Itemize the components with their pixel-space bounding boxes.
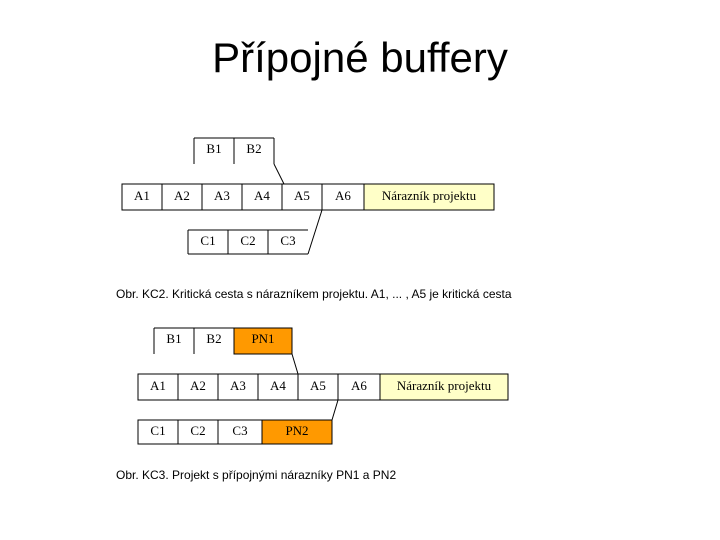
project-buffer-label: Nárazník projektu (382, 188, 477, 203)
b-chain: B1 B2 (193, 137, 275, 164)
task-a5-2: A5 (310, 378, 326, 393)
project-buffer-2-label: Nárazník projektu (397, 378, 492, 393)
figure-2: B1 B2 PN1 A1 A2 A3 A4 A5 A6 Nárazník pro… (116, 327, 509, 482)
task-c1: C1 (200, 233, 215, 248)
task-b2: B2 (246, 141, 261, 156)
task-c2-2: C2 (190, 423, 205, 438)
task-a5: A5 (294, 188, 310, 203)
task-a3-2: A3 (230, 378, 246, 393)
task-b1: B1 (206, 141, 221, 156)
c-chain-2: C1 C2 C3 (137, 419, 263, 445)
task-a4-2: A4 (270, 378, 286, 393)
task-a6: A6 (335, 188, 351, 203)
project-buffer-2 (379, 373, 509, 401)
feeding-buffer-pn2 (261, 419, 333, 445)
task-a2: A2 (174, 188, 190, 203)
task-b2-2: B2 (206, 331, 221, 346)
b-chain-2: B1 B2 (153, 327, 235, 354)
figure-1: B1 B2 A1 A2 A3 A4 A5 A6 Nárazník projekt… (116, 137, 512, 301)
c-to-a-connector (307, 209, 323, 255)
pn1-to-a-connector (291, 353, 299, 375)
task-a1-2: A1 (150, 378, 166, 393)
pn2-to-a-connector (331, 399, 339, 421)
project-buffer (363, 183, 495, 211)
slide-title: Přípojné buffery (212, 34, 508, 81)
figure-1-caption: Obr. KC2. Kritická cesta s nárazníkem pr… (116, 287, 512, 301)
feeding-buffer-pn1 (233, 327, 293, 355)
task-a3: A3 (214, 188, 230, 203)
a-chain: A1 A2 A3 A4 A5 A6 (121, 183, 365, 211)
b-to-a-connector (273, 163, 285, 185)
feeding-buffer-pn1-label: PN1 (251, 331, 274, 346)
task-a1: A1 (134, 188, 150, 203)
task-a6-2: A6 (351, 378, 367, 393)
feeding-buffer-pn2-label: PN2 (285, 423, 308, 438)
task-c2: C2 (240, 233, 255, 248)
figure-2-caption: Obr. KC3. Projekt s přípojnými nárazníky… (116, 468, 396, 482)
task-c3-2: C3 (232, 423, 247, 438)
c-chain: C1 C2 C3 (187, 229, 308, 255)
task-a2-2: A2 (190, 378, 206, 393)
task-a4: A4 (254, 188, 270, 203)
a-chain-2: A1 A2 A3 A4 A5 A6 (137, 373, 381, 401)
task-b1-2: B1 (166, 331, 181, 346)
task-c3: C3 (280, 233, 295, 248)
task-c1-2: C1 (150, 423, 165, 438)
